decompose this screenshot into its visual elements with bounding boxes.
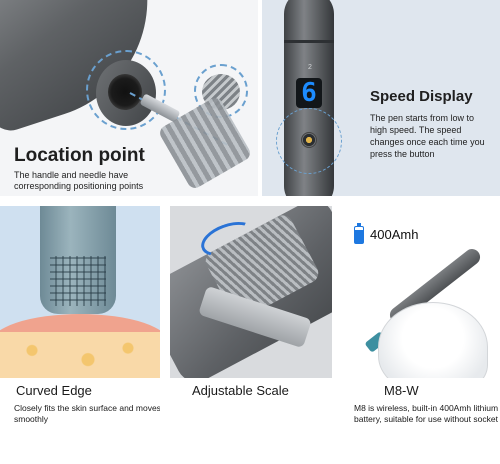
curved-edge-description: Closely fits the skin surface and moves … (14, 403, 160, 424)
battery-cap (357, 223, 361, 226)
location-point-description: The handle and needle have corresponding… (14, 170, 144, 191)
m8w-panel: 400Amh M8-W M8 is wireless, built-in 400… (340, 206, 500, 464)
curved-edge-image (0, 206, 160, 378)
battery-capacity-label: 400Amh (370, 227, 419, 242)
speed-button-icon (301, 132, 317, 148)
adjustable-scale-title: Adjustable Scale (192, 383, 289, 398)
speed-screen: 6 (296, 78, 322, 108)
adjustable-scale-panel: Adjustable Scale (170, 206, 332, 464)
m8w-description: M8 is wireless, built-in 400Amh lithium … (354, 403, 499, 424)
pen-ring (284, 40, 334, 43)
needle-grid-image (50, 256, 106, 306)
dashed-highlight-circle (86, 50, 166, 130)
m8w-image: 400Amh (340, 206, 500, 378)
curved-edge-panel: Curved Edge Closely fits the skin surfac… (0, 206, 160, 464)
m8w-title: M8-W (384, 383, 419, 398)
location-point-title: Location point (14, 145, 145, 166)
speed-display-panel: 2 6 Speed Display The pen starts from lo… (262, 0, 500, 196)
dashed-highlight-circle (276, 108, 342, 174)
speed-display-title: Speed Display (370, 88, 473, 105)
skin-layer-image (0, 332, 160, 378)
speed-display-description: The pen starts from low to high speed. T… (370, 113, 485, 159)
adjustable-scale-image (170, 206, 332, 378)
curved-edge-title: Curved Edge (16, 383, 92, 398)
battery-icon (354, 226, 364, 244)
location-point-panel: Location point The handle and needle hav… (0, 0, 258, 196)
cartridge-image (40, 206, 116, 314)
speed-gear-label: 2 (308, 64, 312, 71)
gloved-hand-image (378, 302, 488, 378)
